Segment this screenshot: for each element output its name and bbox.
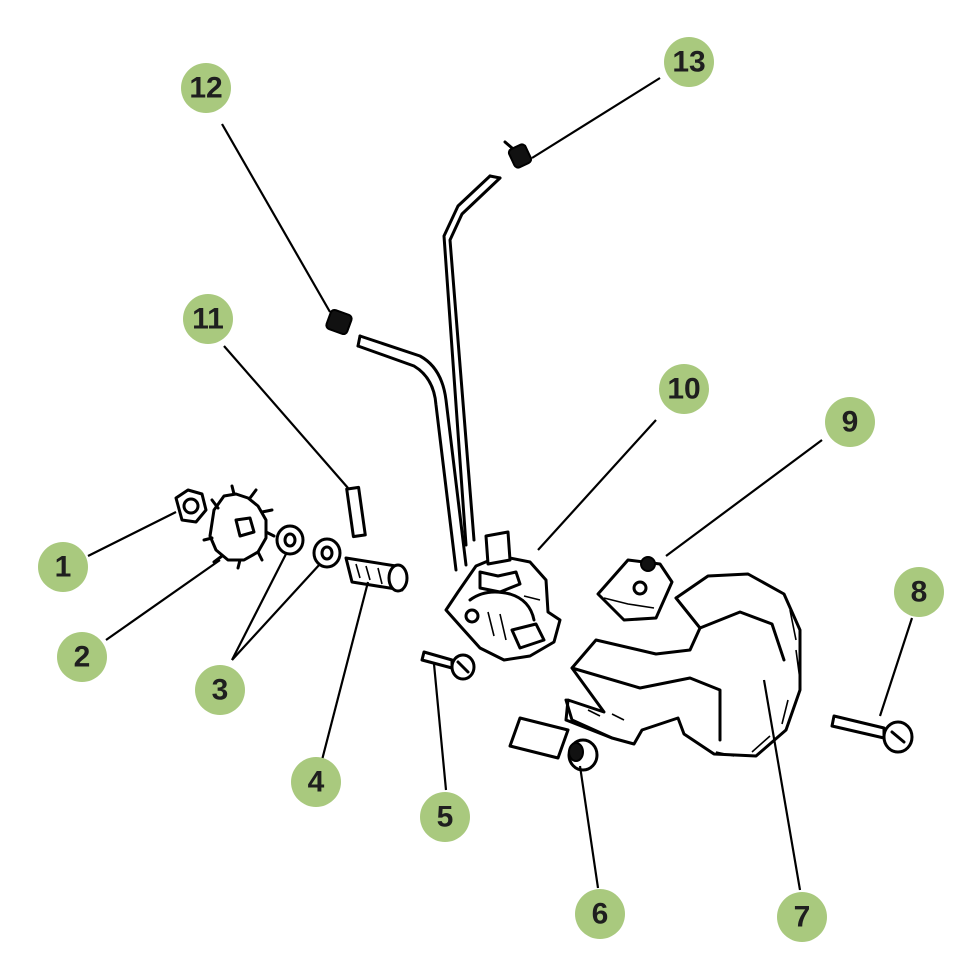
callout-3: 3 xyxy=(195,665,245,715)
leader-3a xyxy=(231,553,287,661)
leader-11 xyxy=(223,345,349,489)
part-2-gear xyxy=(202,484,276,570)
callout-5-label: 5 xyxy=(437,801,454,834)
callout-13: 13 xyxy=(664,37,714,87)
part-tube-short xyxy=(356,334,468,572)
callout-4: 4 xyxy=(291,757,341,807)
callout-2-label: 2 xyxy=(74,641,91,674)
leader-12 xyxy=(221,123,331,313)
part-13-plug xyxy=(503,140,533,169)
callout-5: 5 xyxy=(420,792,470,842)
callout-9-label: 9 xyxy=(842,406,859,439)
leader-4 xyxy=(320,581,370,761)
callout-6-label: 6 xyxy=(592,898,609,931)
leader-5 xyxy=(432,663,448,791)
callout-13-label: 13 xyxy=(672,46,705,79)
callout-10-label: 10 xyxy=(667,373,700,406)
callout-10: 10 xyxy=(659,364,709,414)
callout-12: 12 xyxy=(181,63,231,113)
leader-lines xyxy=(87,77,914,891)
part-tube-long xyxy=(442,174,502,547)
leader-2 xyxy=(105,559,221,641)
leader-3b xyxy=(231,563,321,661)
leader-1 xyxy=(87,511,177,557)
callout-3-label: 3 xyxy=(212,674,229,707)
leader-10 xyxy=(537,419,657,551)
callout-2: 2 xyxy=(57,632,107,682)
part-1-nut xyxy=(174,488,208,524)
callout-12-label: 12 xyxy=(189,72,222,105)
callout-9: 9 xyxy=(825,397,875,447)
leader-8 xyxy=(878,617,914,717)
leader-9 xyxy=(665,439,823,557)
part-5-screw xyxy=(420,650,476,681)
callout-6: 6 xyxy=(575,889,625,939)
part-4-sleeve xyxy=(344,556,409,593)
callout-11: 11 xyxy=(183,294,233,344)
callout-8: 8 xyxy=(894,567,944,617)
leader-7 xyxy=(762,679,802,891)
callout-1-label: 1 xyxy=(55,551,72,584)
leader-13 xyxy=(531,77,661,159)
callout-1: 1 xyxy=(38,542,88,592)
leader-6 xyxy=(578,765,600,889)
callout-7-label: 7 xyxy=(794,901,811,934)
part-8-bolt xyxy=(830,714,914,754)
part-9-cover xyxy=(596,556,674,622)
part-7-housing xyxy=(564,572,802,758)
part-6-gasket xyxy=(508,716,599,772)
part-3-washers xyxy=(275,524,342,569)
part-11-key xyxy=(345,485,367,539)
callout-7: 7 xyxy=(777,892,827,942)
part-10-pump xyxy=(444,530,562,662)
part-12-plug xyxy=(325,308,353,336)
callout-4-label: 4 xyxy=(308,766,325,799)
callout-8-label: 8 xyxy=(911,576,928,609)
callout-11-label: 11 xyxy=(192,303,224,336)
